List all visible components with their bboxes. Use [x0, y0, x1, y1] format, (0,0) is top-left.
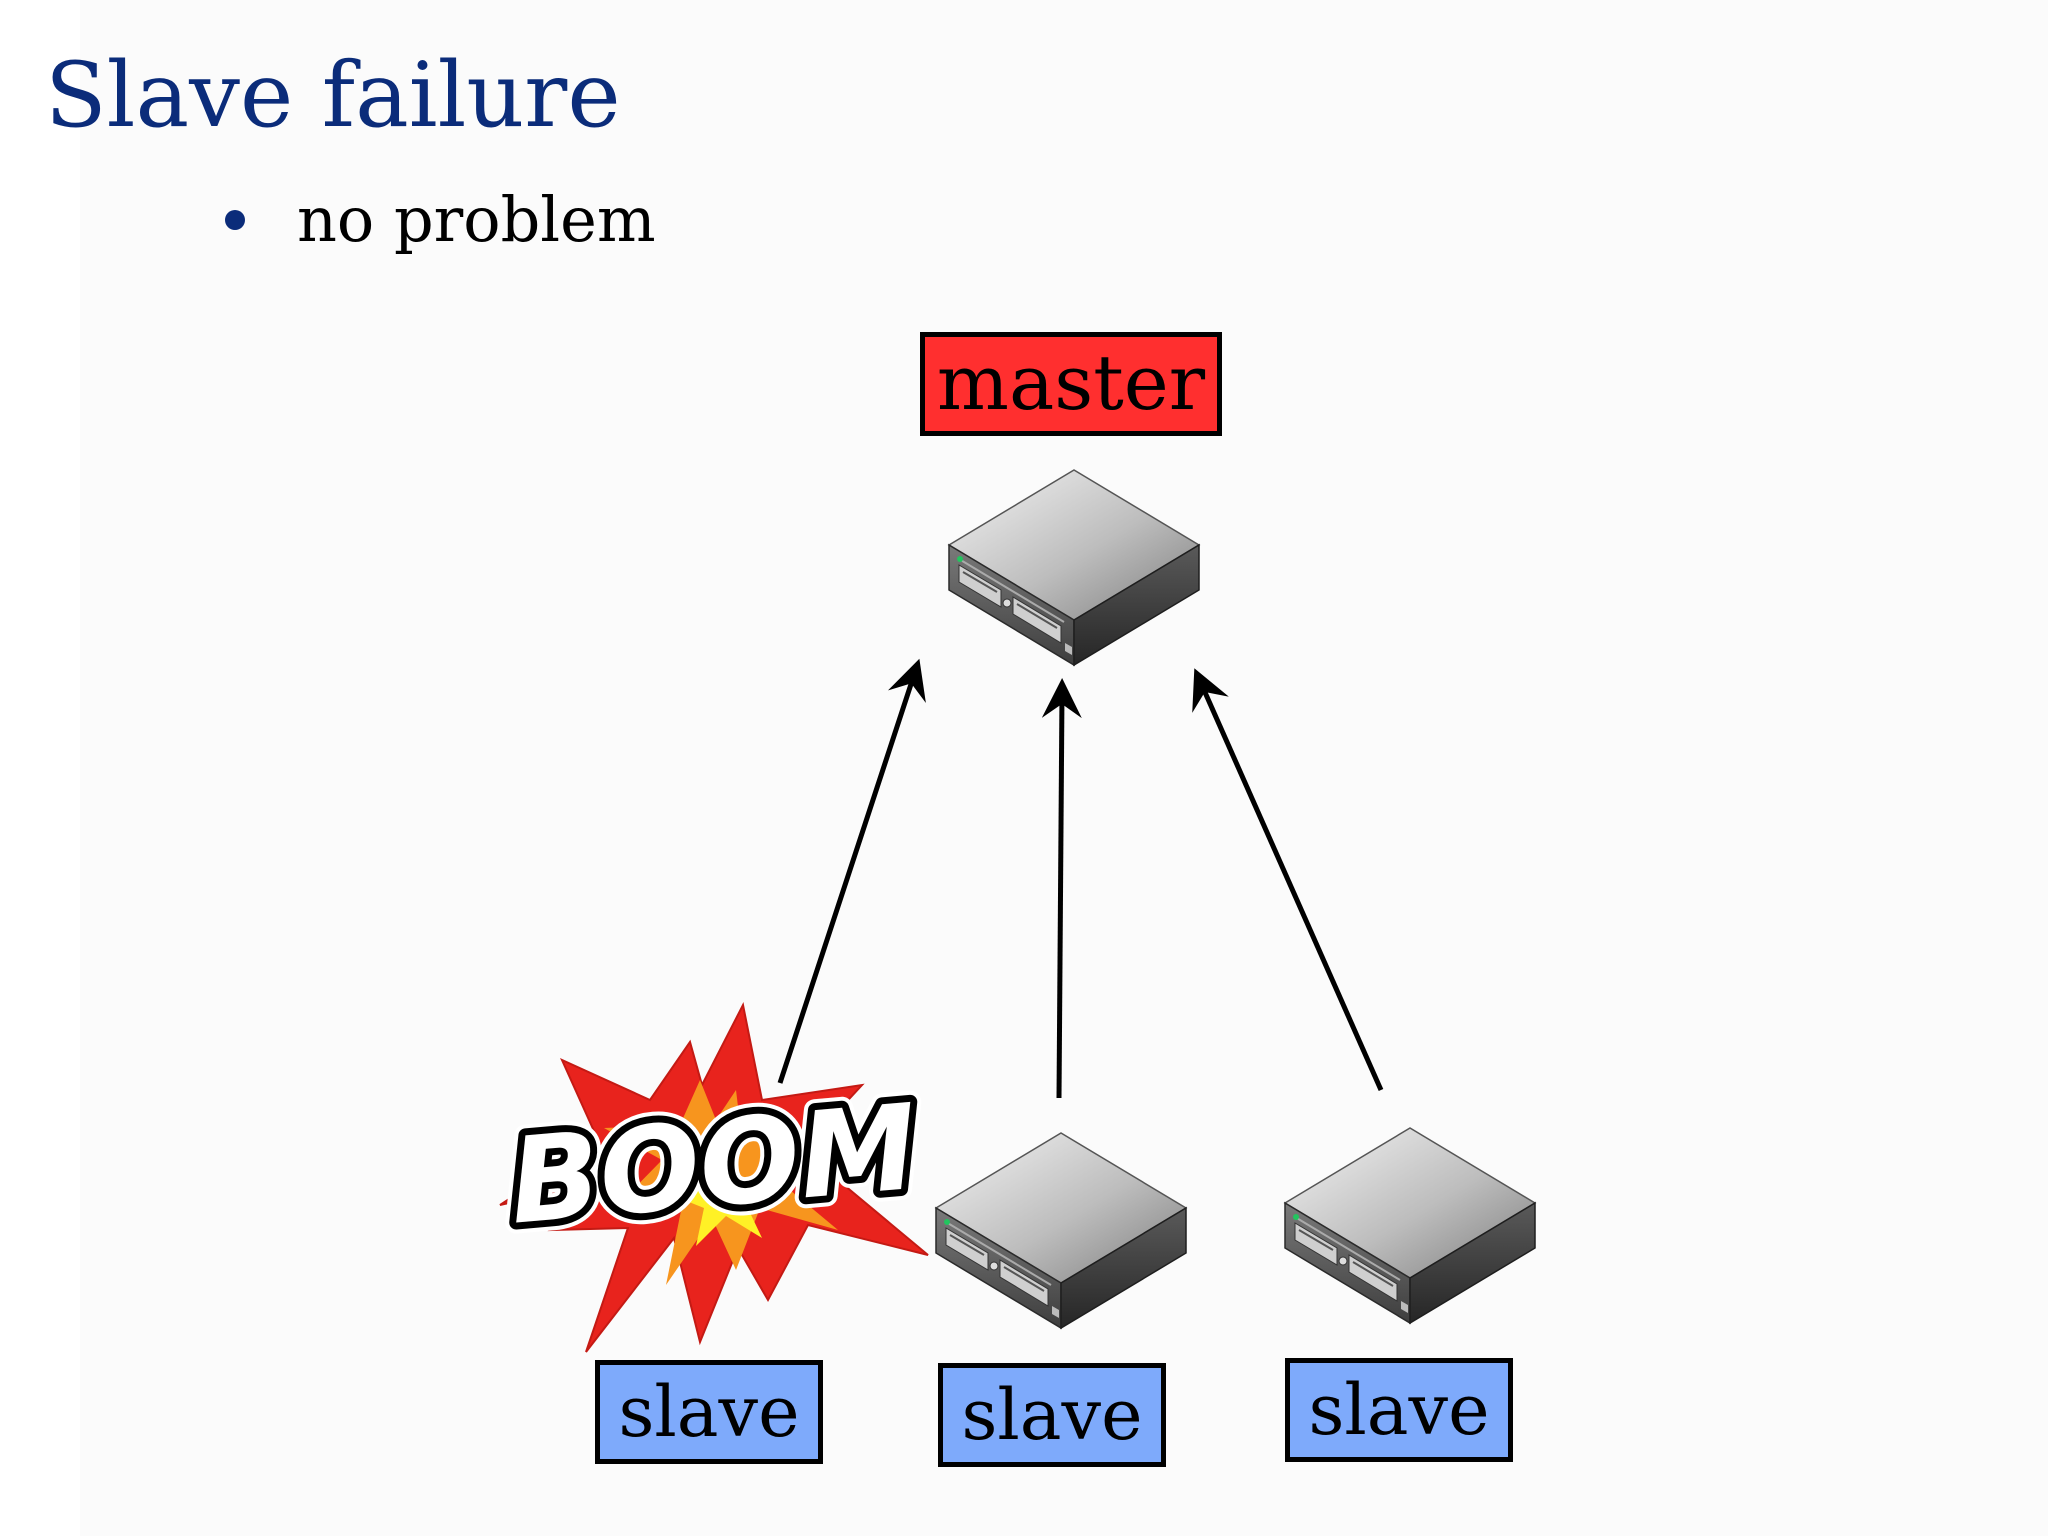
arrow-slave-2-to-master [1041, 678, 1082, 1099]
arrow-slave-3-to-master [1192, 668, 1384, 1092]
bullet-item: no problem [225, 175, 656, 265]
slave-1-label: slave [595, 1360, 823, 1464]
bullet-text: no problem [297, 183, 656, 256]
slave-3-server-icon [1284, 1127, 1536, 1324]
slave-2-server-icon [935, 1132, 1187, 1329]
slave-3-label: slave [1285, 1358, 1513, 1462]
explosion-icon [499, 1001, 929, 1353]
slave-2-label: slave [938, 1363, 1166, 1467]
bullet-list: no problem [225, 175, 656, 265]
arrow-slave-1-to-master [777, 658, 926, 1084]
slide-title: Slave failure [45, 43, 621, 148]
master-server-icon [948, 469, 1200, 666]
svg-text:BOOM: BOOM [504, 1078, 922, 1251]
master-label: master [920, 332, 1222, 436]
bullet-dot-icon [225, 210, 245, 230]
